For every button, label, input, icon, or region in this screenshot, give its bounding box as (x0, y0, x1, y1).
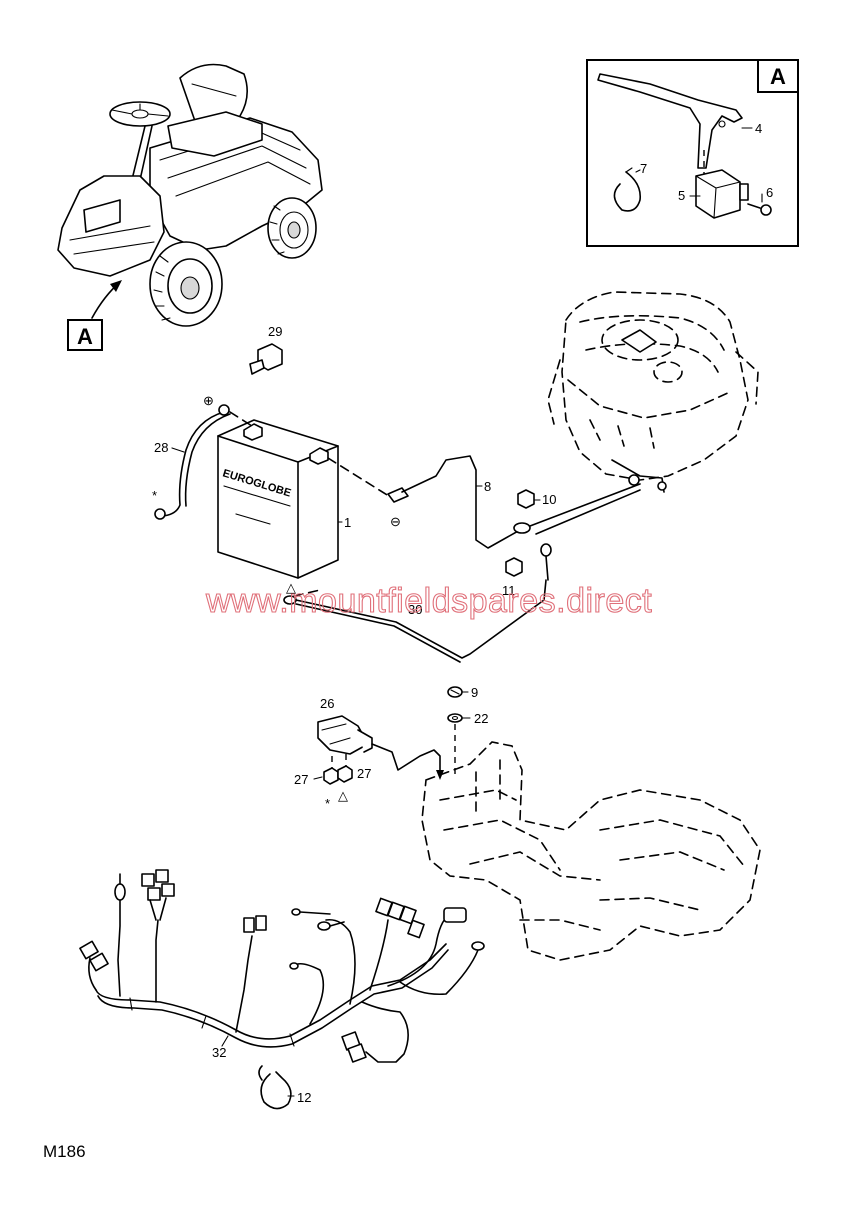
triangle-symbol-relay: △ (338, 788, 348, 803)
callout-12: 12 (297, 1090, 311, 1105)
part-5-switch-drawing (695, 169, 741, 219)
callout-26: 26 (320, 696, 334, 711)
callout-4: 4 (755, 121, 762, 136)
triangle-symbol-battery: △ (286, 580, 296, 595)
callout-30: 30 (408, 602, 422, 617)
harness-connector-2 (114, 873, 126, 901)
harness-connector-5 (289, 908, 345, 970)
part-32-wiring-harness (79, 869, 485, 1063)
harness-connector-1 (79, 940, 109, 972)
asterisk-symbol-battery: * (152, 488, 157, 503)
part-11-nut (505, 557, 523, 577)
positive-terminal-symbol: ⊕ (203, 393, 214, 408)
part-26-relay (317, 715, 444, 780)
harness-connector-3 (141, 869, 175, 921)
callout-7: 7 (640, 161, 647, 176)
part-29-connector (249, 343, 283, 375)
chassis-outline (421, 741, 761, 961)
callout-22: 22 (474, 711, 488, 726)
part-22-washer (447, 713, 463, 723)
eyelet-terminal (540, 543, 552, 581)
ride-on-mower-illustration (57, 63, 323, 327)
part-6-screw-drawing (760, 204, 772, 216)
watermark-text: www.mountfieldspares.direct (205, 582, 652, 620)
part-27-nuts (323, 754, 353, 785)
callout-27-left: 27 (294, 772, 308, 787)
battery: EUROGLOBE (217, 419, 339, 579)
callout-1: 1 (344, 515, 351, 530)
figure-code: M186 (43, 1142, 86, 1161)
callout-11: 11 (502, 583, 516, 598)
detail-a-marker-label: A (77, 324, 93, 349)
part-12-cable-tie (258, 1065, 292, 1110)
harness-connector-4 (243, 915, 267, 933)
callout-5: 5 (678, 188, 685, 203)
callout-6: 6 (766, 185, 773, 200)
negative-terminal-symbol: ⊖ (390, 514, 401, 529)
detail-a-inset-label: A (770, 64, 786, 89)
part-7-cable-tie-drawing (613, 171, 642, 212)
asterisk-symbol-relay: * (325, 796, 330, 811)
engine-outline (547, 291, 759, 493)
callout-9: 9 (471, 685, 478, 700)
callout-28: 28 (154, 440, 168, 455)
part-28-positive-cable (154, 404, 253, 520)
harness-connector-6 (375, 897, 425, 939)
harness-connector-8 (341, 1031, 367, 1063)
callout-27-right: 27 (357, 766, 371, 781)
part-9-bolt (447, 686, 463, 698)
callout-8: 8 (484, 479, 491, 494)
detail-a-marker: A (67, 319, 103, 351)
detail-a-inset: A (586, 59, 799, 247)
part-10-nut (517, 489, 535, 509)
callout-29: 29 (268, 324, 282, 339)
callout-32: 32 (212, 1045, 226, 1060)
part-4-bracket-drawing (597, 73, 743, 169)
part-8-negative-cable (327, 455, 531, 549)
callout-10: 10 (542, 492, 556, 507)
part-30-earth-cable (283, 579, 547, 663)
harness-connector-7 (443, 907, 485, 951)
